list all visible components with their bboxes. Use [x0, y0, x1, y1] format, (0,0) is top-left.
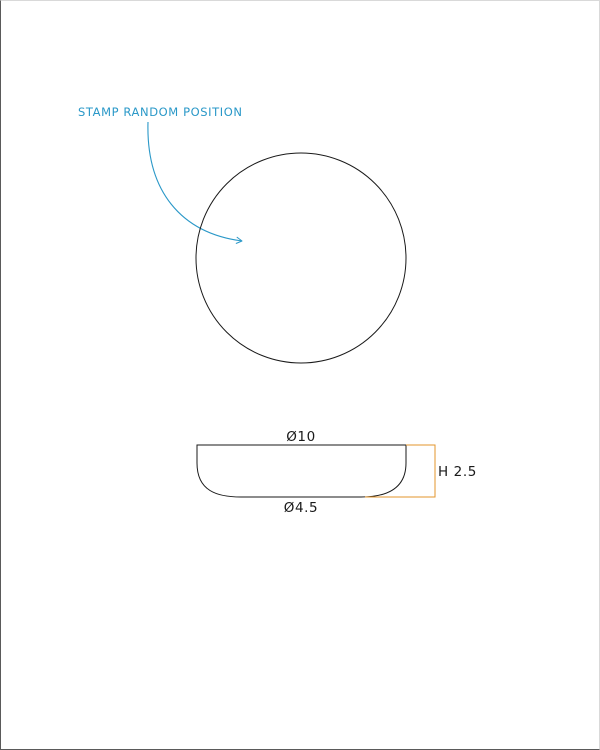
annotation-label: STAMP RANDOM POSITION — [78, 105, 243, 119]
annotation-arrow — [147, 121, 243, 244]
height-label: H 2.5 — [438, 464, 477, 480]
height-dimension-line — [365, 444, 436, 498]
side-view-profile — [196, 444, 407, 498]
bottom-diameter-label: Ø4.5 — [284, 500, 319, 516]
top-diameter-label: Ø10 — [286, 429, 316, 445]
top-view-circle — [195, 152, 407, 364]
